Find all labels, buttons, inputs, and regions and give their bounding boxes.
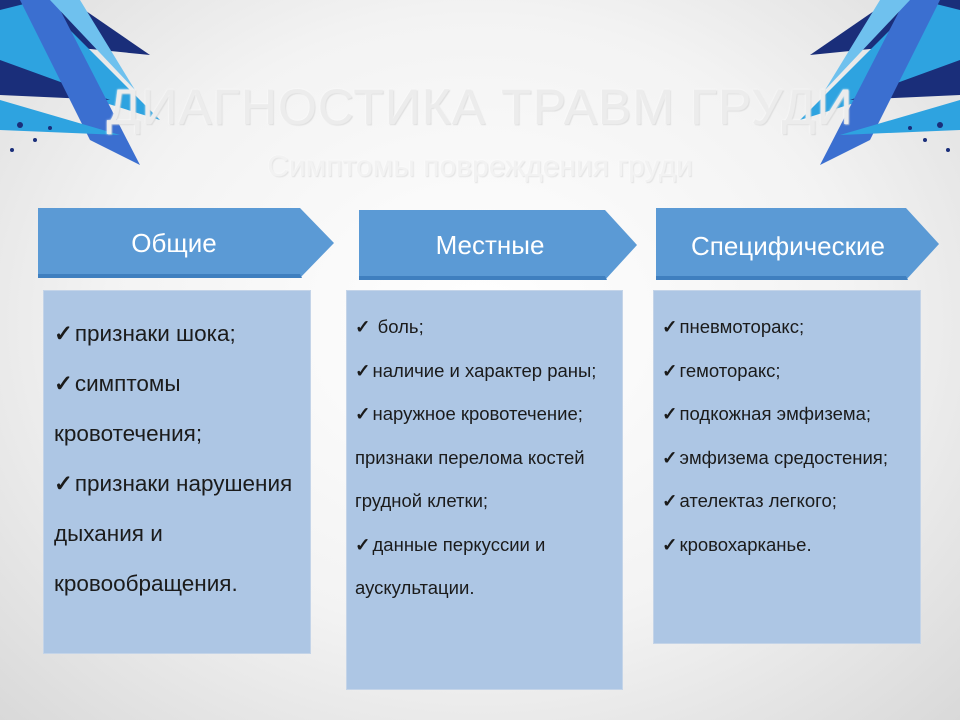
check-icon: ✓: [662, 316, 678, 337]
check-icon: ✓: [662, 533, 678, 555]
list-item: ✓признаки нарушения дыхания и кровообращ…: [54, 471, 293, 596]
arrow-shape: [38, 208, 334, 278]
list-item: ✓ателектаз легкого;: [662, 490, 837, 511]
check-icon: ✓: [355, 316, 371, 337]
list-item: ✓пневмоторакс;: [662, 316, 805, 337]
check-icon: ✓: [54, 371, 73, 396]
list-box-local: ✓ боль; ✓наличие и характер раны; ✓наруж…: [346, 290, 623, 690]
check-icon: ✓: [662, 359, 678, 381]
list-item: ✓наружное кровотечение; признаки перелом…: [355, 403, 585, 511]
list-item: ✓симптомы кровотечения;: [54, 371, 203, 446]
header-specific-label: Специфические: [690, 231, 885, 261]
arrow-shape: [656, 208, 939, 280]
check-icon: ✓: [54, 321, 73, 346]
check-icon: ✓: [355, 359, 371, 381]
header-arrow-local: Местные: [359, 210, 639, 280]
list-item: ✓подкожная эмфизема;: [662, 403, 872, 424]
list-item: ✓гемоторакс;: [662, 359, 781, 381]
check-icon: ✓: [662, 403, 678, 424]
list-item: ✓признаки шока;: [54, 321, 236, 346]
check-icon: ✓: [662, 446, 678, 468]
corner-decoration-left: [0, 0, 160, 165]
check-icon: ✓: [662, 490, 678, 511]
list-item: ✓кровохарканье.: [662, 533, 812, 555]
list-item: ✓ боль;: [355, 316, 424, 337]
list-box-general: ✓признаки шока; ✓симптомы кровотечения; …: [43, 290, 311, 654]
arrow-shape: [359, 210, 637, 280]
header-general-label: Общие: [131, 228, 217, 258]
slide-title: ДИАГНОСТИКА ТРАВМ ГРУДИ: [106, 79, 854, 135]
corner-decoration-right: [800, 0, 960, 165]
header-arrow-general: Общие: [38, 208, 336, 278]
check-icon: ✓: [355, 533, 371, 555]
list-item: ✓эмфизема средостения;: [662, 446, 888, 468]
check-icon: ✓: [355, 403, 371, 424]
slide-subtitle: Симптомы повреждения груди: [267, 150, 693, 183]
header-arrow-specific: Специфические: [656, 208, 941, 280]
list-item: ✓наличие и характер раны;: [355, 359, 597, 381]
check-icon: ✓: [54, 471, 73, 496]
list-box-specific: ✓пневмоторакс; ✓гемоторакс; ✓подкожная э…: [653, 290, 921, 644]
header-local-label: Местные: [435, 230, 545, 260]
list-item: ✓данные перкуссии и аускультации.: [355, 533, 546, 599]
